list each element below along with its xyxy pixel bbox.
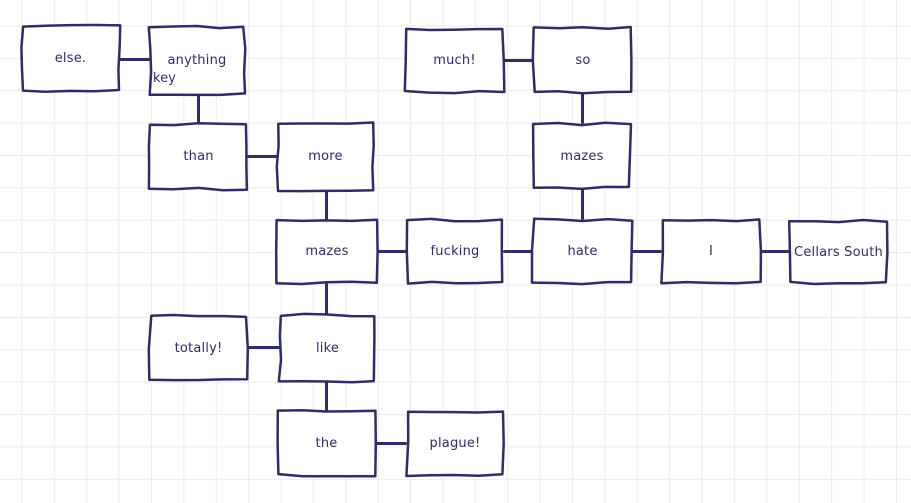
edge-mazes-b-fucking[interactable] [377,249,407,253]
node-label: than [183,149,214,164]
edge-fucking-hate[interactable] [503,249,533,253]
node-label: fucking [430,244,480,259]
node-label: plague! [429,436,481,451]
node-than[interactable]: than [147,121,249,192]
node-label: the [315,435,338,451]
edge-much-so[interactable] [503,58,534,62]
node-label: much! [433,53,476,68]
node-totally[interactable]: totally! [147,313,250,382]
node-plague[interactable]: plague! [405,410,505,478]
edge-so-mazes-a[interactable] [580,92,584,124]
annotation-key[interactable]: key [153,71,176,86]
edge-hate-i[interactable] [632,249,662,253]
node-mazes-b[interactable]: mazes [274,218,379,286]
edge-else-anything[interactable] [119,57,150,61]
node-label: Cellars South [794,244,883,260]
node-like[interactable]: like [277,312,376,384]
node-label: mazes [560,148,604,164]
node-the[interactable]: the [276,408,378,478]
node-label: so [575,52,591,68]
node-cellars[interactable]: Cellars South [787,218,889,286]
edge-than-more[interactable] [247,154,278,158]
edge-mazes-b-like[interactable] [324,283,328,315]
edge-i-cellars[interactable] [760,249,792,253]
node-label: like [315,340,340,356]
node-label: anything [167,53,227,68]
node-more[interactable]: more [275,121,375,193]
edge-anything-than[interactable] [196,94,200,124]
node-else[interactable]: else. [20,23,122,94]
node-label: totally! [174,340,223,356]
edge-like-the[interactable] [324,381,328,411]
edge-mazes-a-hate[interactable] [580,188,584,220]
node-fucking[interactable]: fucking [405,217,504,285]
node-label: mazes [305,244,349,259]
edge-totally-like[interactable] [247,345,280,349]
node-label: else. [54,51,87,66]
node-i[interactable]: I [660,218,763,285]
edge-more-mazes-b[interactable] [324,190,328,220]
node-mazes-a[interactable]: mazes [531,121,633,191]
node-label: I [708,244,714,259]
node-so[interactable]: so [531,25,633,95]
node-label: hate [567,244,598,259]
node-much[interactable]: much! [403,27,506,95]
node-hate[interactable]: hate [530,217,634,286]
edge-the-plague[interactable] [375,441,407,445]
node-label: more [308,149,343,164]
